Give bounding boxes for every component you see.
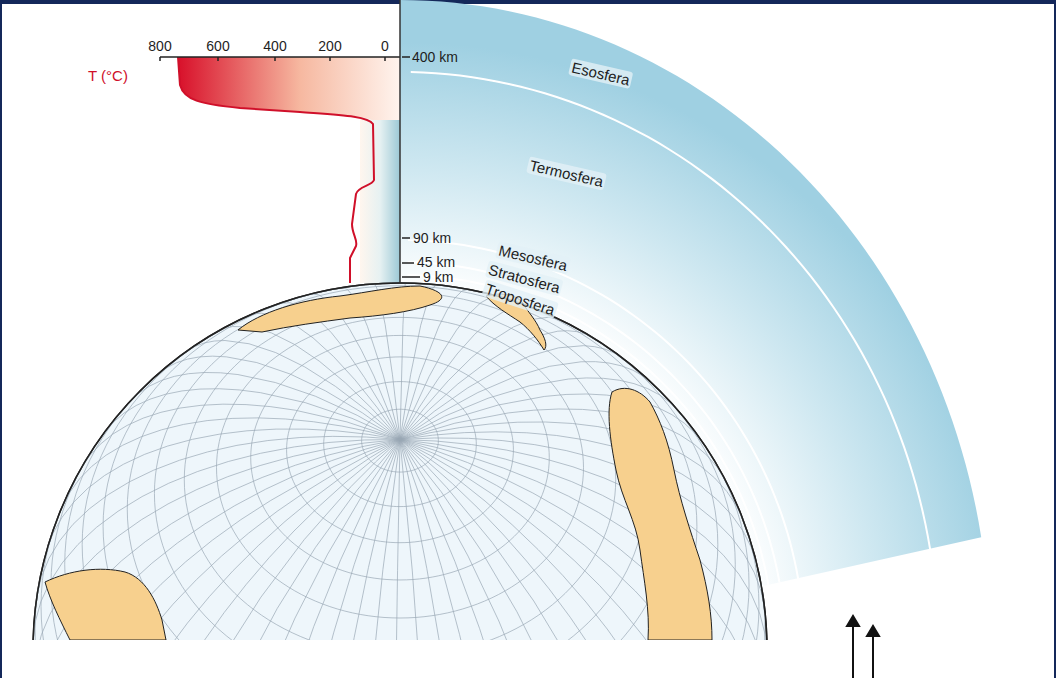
frame-line [0,0,2,678]
altitude-value: 90 km [413,230,451,246]
temperature-axis [160,56,400,58]
frame-line [1054,0,1056,678]
altitude-value: 45 km [417,254,455,270]
altitude-value: 9 km [423,269,453,285]
tick-value: 0 [381,38,389,54]
altitude-axis [399,0,401,285]
tick-value: 400 [263,38,286,54]
globe [33,283,767,640]
frame-bar [0,0,1056,4]
land [45,286,712,640]
temperature-curve [178,57,374,283]
axis-ticks [160,57,385,61]
tick-value: 200 [318,38,341,54]
altitude-value: 400 km [412,49,458,65]
nav-arrows [847,616,879,678]
axis-title: T (°C) [88,68,128,84]
graticule [33,283,767,640]
tick-value: 600 [206,38,229,54]
tick-value: 800 [148,38,171,54]
